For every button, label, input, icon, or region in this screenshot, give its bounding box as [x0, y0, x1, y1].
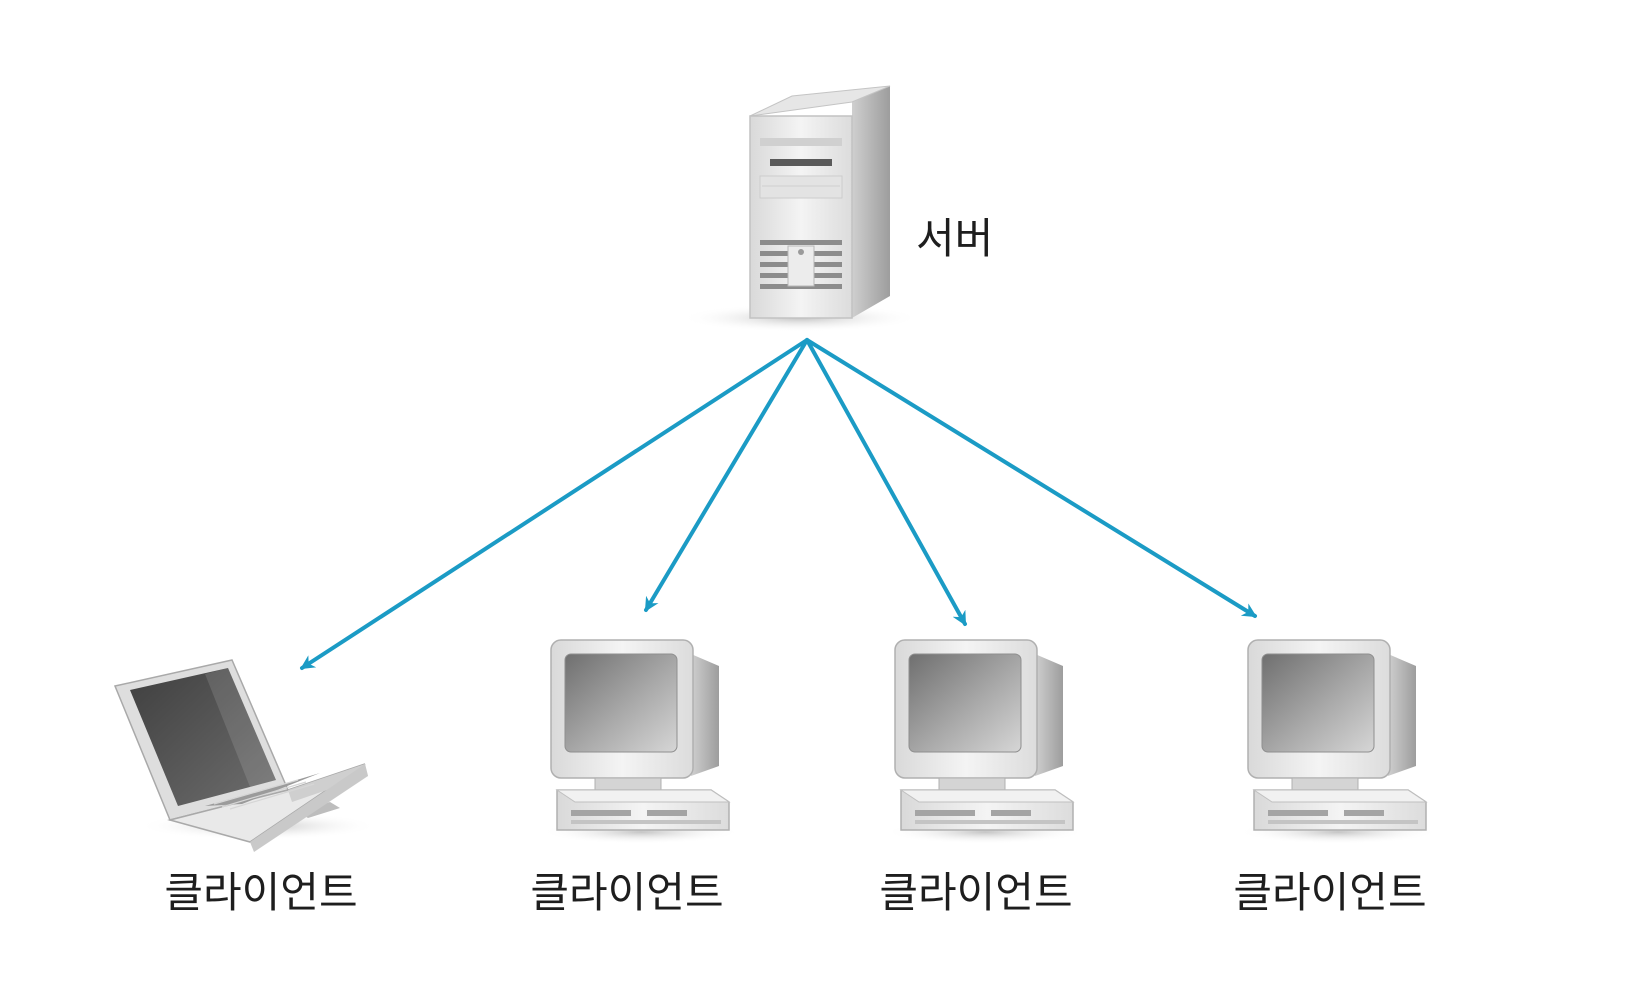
connection-arrows: [300, 338, 1257, 670]
server-label: 서버: [916, 214, 994, 263]
desktop-computer-icon: [1238, 639, 1438, 844]
arrow-to-client-3: [805, 338, 967, 626]
arrow-to-client-4: [805, 338, 1257, 618]
desktop-computer-icon: [885, 639, 1085, 844]
client-label-1: 클라이언트: [164, 868, 358, 917]
desktop-computer-icon: [541, 639, 741, 844]
client-label-4: 클라이언트: [1233, 868, 1427, 917]
arrow-to-client-2: [644, 338, 809, 612]
client-label-2: 클라이언트: [530, 868, 724, 917]
laptop-icon: [113, 659, 378, 852]
server-tower-icon: [680, 85, 920, 332]
arrow-to-client-1: [300, 338, 809, 670]
client-label-3: 클라이언트: [879, 868, 1073, 917]
